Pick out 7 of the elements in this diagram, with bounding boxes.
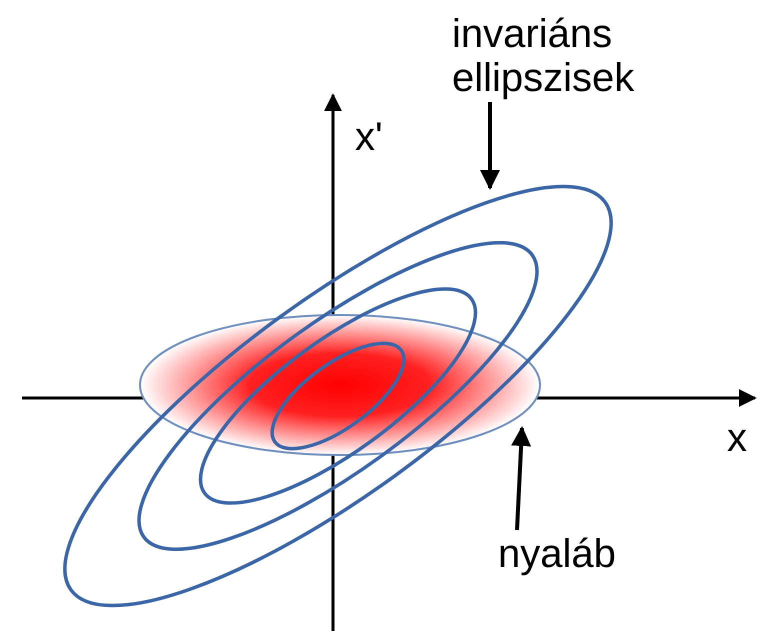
callout-label: nyaláb [498, 532, 658, 576]
leader-arrow [511, 426, 532, 530]
leader-arrow [480, 102, 500, 190]
axis-label: x' [355, 115, 383, 159]
invariant-ellipses [63, 184, 613, 608]
axis-label: x [727, 416, 747, 460]
callout-label: invariáns ellipszisek [452, 12, 682, 100]
